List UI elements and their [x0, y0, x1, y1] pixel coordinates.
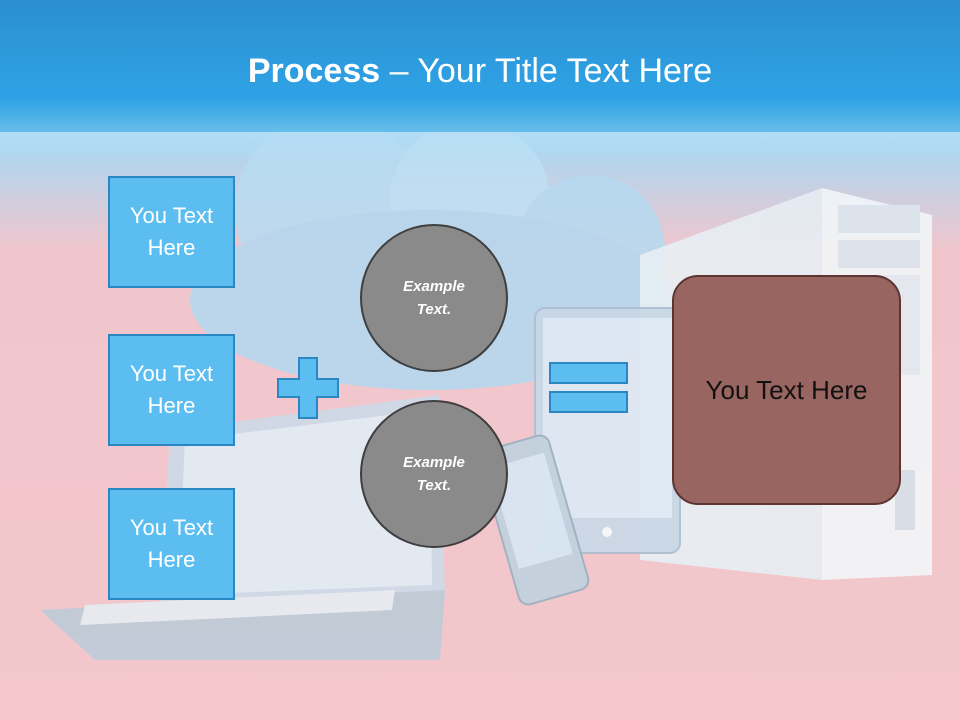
title-emphasis: Process [247, 52, 381, 90]
equals-icon [549, 362, 628, 413]
text-box-3[interactable]: You Text Here [108, 488, 235, 600]
title-rest: – Your Title Text Here [380, 52, 713, 90]
result-box[interactable]: You Text Here [672, 275, 901, 505]
plus-icon [277, 357, 339, 419]
title-bar: Process – Your Title Text Here [0, 0, 960, 162]
text-box-2[interactable]: You Text Here [108, 334, 235, 446]
example-circle-1[interactable]: Example Text. [360, 224, 508, 372]
text-box-1[interactable]: You Text Here [108, 176, 235, 288]
slide-title: Process – Your Title Text Here [0, 52, 960, 91]
example-circle-2[interactable]: Example Text. [360, 400, 508, 548]
